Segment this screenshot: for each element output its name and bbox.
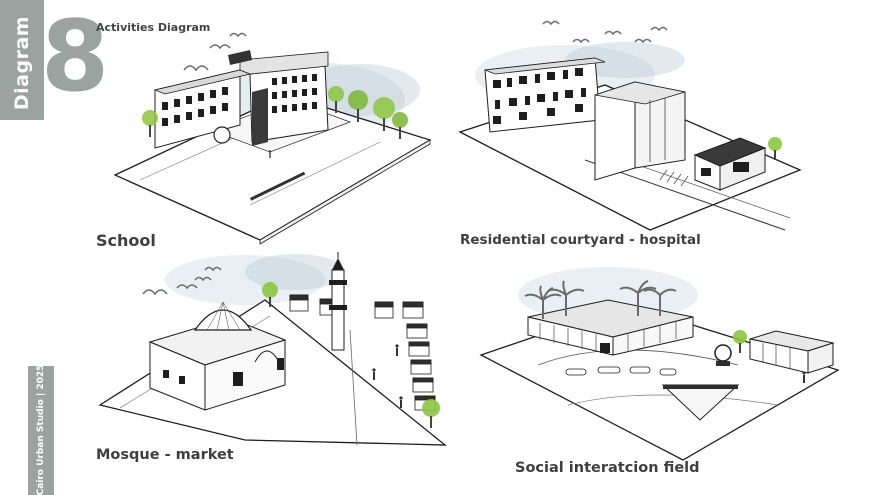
- palm-tree-icon: [524, 280, 677, 319]
- diagram-tab: [0, 0, 44, 120]
- mosque-market-illustration: [98, 252, 447, 446]
- page-title: Activities Diagram: [96, 21, 211, 34]
- school-caption: School: [96, 231, 156, 250]
- school-illustration: [113, 32, 432, 245]
- person-icon: [802, 371, 806, 383]
- tree-icon: [142, 86, 408, 139]
- social-field-illustration: [479, 267, 840, 461]
- diagram-number: 8: [41, 0, 110, 114]
- bird-icon: [183, 32, 247, 72]
- person-icon: [372, 344, 403, 408]
- diagram-label: Diagram: [11, 15, 33, 111]
- mosque-market-caption: Mosque - market: [96, 447, 234, 463]
- residential-hospital-caption: Residential courtyard - hospital: [460, 232, 701, 248]
- tree-icon: [262, 282, 440, 428]
- credit-bar: [28, 366, 54, 495]
- social-field-caption: Social interatcion field: [515, 460, 700, 476]
- tree-icon: [768, 137, 782, 160]
- residential-hospital-illustration: [458, 20, 802, 231]
- bird-icon: [142, 266, 222, 296]
- studio-credit: Cairo Urban Studio | 2025: [36, 364, 46, 495]
- tree-icon: [733, 330, 747, 353]
- bird-icon: [542, 20, 668, 44]
